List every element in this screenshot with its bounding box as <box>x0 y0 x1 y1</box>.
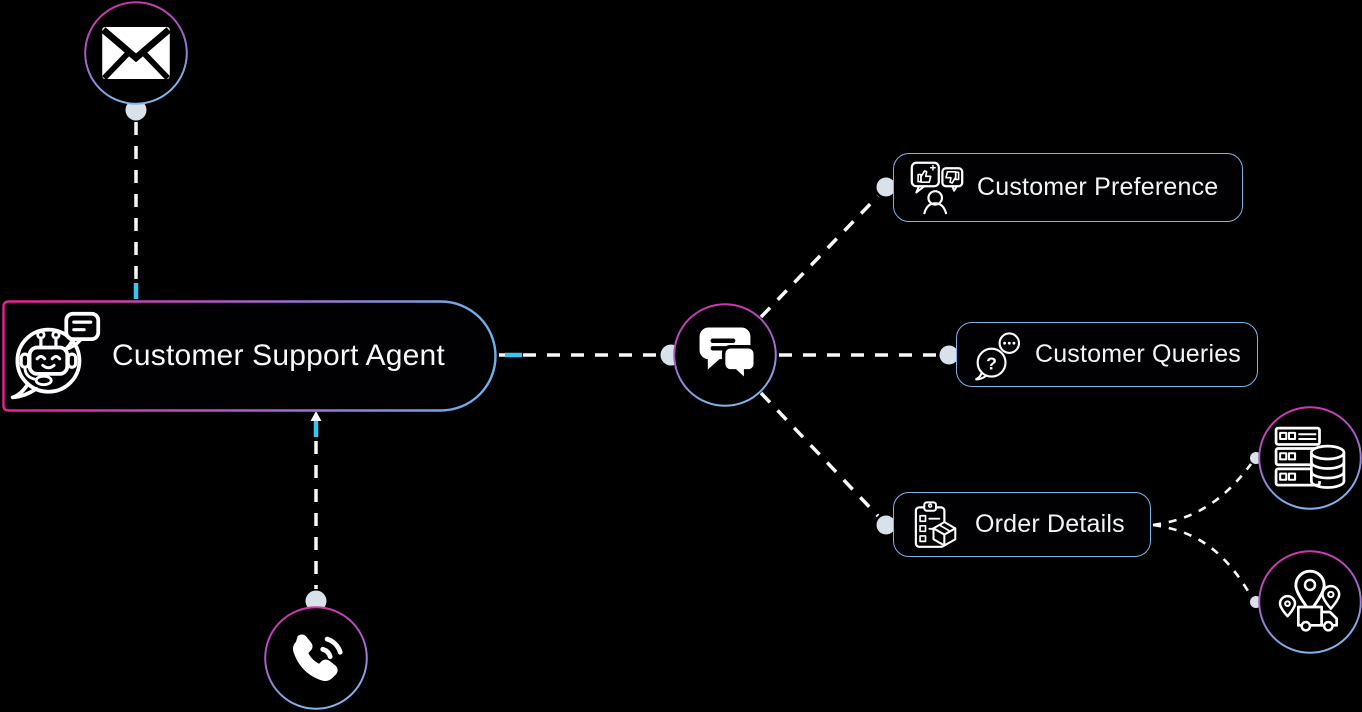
question-bubbles-icon: ? <box>975 331 1021 381</box>
phone-icon <box>292 634 343 682</box>
agent-label: Customer Support Agent <box>112 339 445 372</box>
node-delivery-tracking[interactable] <box>1258 550 1362 654</box>
customer-preference-label: Customer Preference <box>977 173 1219 201</box>
agent-gradient-border <box>2 300 497 412</box>
customer-feedback-icon <box>910 161 964 214</box>
node-customer-preference[interactable]: Customer Preference <box>893 153 1243 222</box>
node-chat-hub[interactable] <box>673 303 777 407</box>
edge-order-to-database <box>1152 463 1253 527</box>
question-mark-glyph: ? <box>986 353 997 373</box>
edge-order-to-delivery <box>1152 523 1253 597</box>
chat-bubbles-icon <box>699 327 757 385</box>
chatbot-icon <box>10 311 101 400</box>
server-database-icon <box>1274 426 1346 489</box>
node-email-channel[interactable] <box>84 1 188 105</box>
node-phone-channel[interactable] <box>264 606 368 710</box>
node-order-details[interactable]: Order Details <box>893 492 1151 557</box>
node-customer-support-agent[interactable]: Customer Support Agent <box>0 298 502 414</box>
edge-hub-to-preference <box>759 194 880 319</box>
node-order-database[interactable] <box>1258 406 1362 510</box>
edge-hub-to-order <box>759 391 880 518</box>
order-details-label: Order Details <box>975 510 1125 538</box>
gradient-ring <box>1258 550 1362 654</box>
envelope-icon <box>101 26 171 80</box>
node-customer-queries[interactable]: ? Customer Queries <box>956 322 1258 387</box>
clipboard-package-icon <box>914 500 957 548</box>
delivery-truck-pins-icon <box>1278 569 1341 632</box>
gradient-ring <box>264 606 368 710</box>
customer-queries-label: Customer Queries <box>1034 340 1241 368</box>
